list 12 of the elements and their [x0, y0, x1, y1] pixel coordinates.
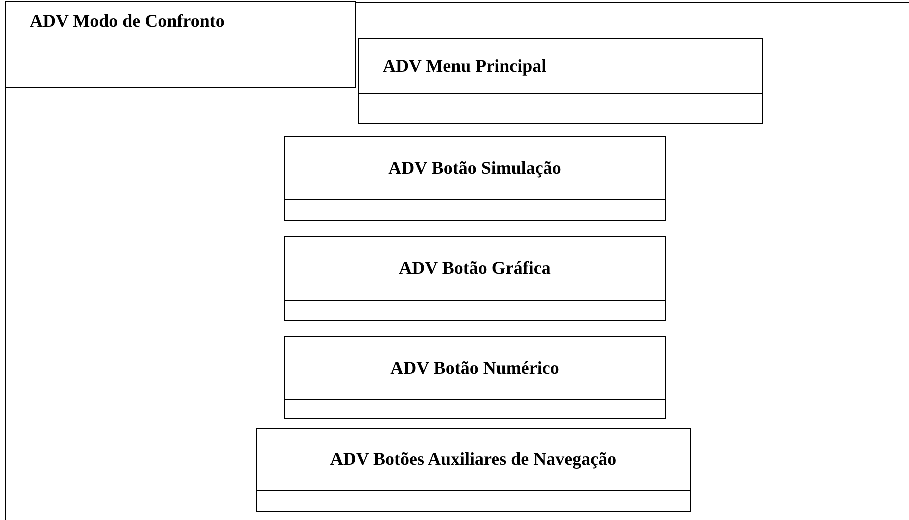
class-name: ADV Menu Principal [383, 54, 547, 78]
class-box [256, 428, 691, 512]
class-box [284, 336, 666, 419]
class-name: ADV Botões Auxiliares de Navegação [330, 448, 617, 471]
package-frame [5, 2, 909, 520]
class-name: ADV Botão Numérico [390, 356, 560, 380]
class-name: ADV Botão Simulação [388, 156, 562, 180]
class-name: ADV Botão Gráfica [399, 257, 551, 280]
class-box [358, 38, 763, 124]
package-name: ADV Modo de Confronto [30, 11, 225, 31]
class-box [284, 136, 666, 221]
class-box [284, 236, 666, 321]
